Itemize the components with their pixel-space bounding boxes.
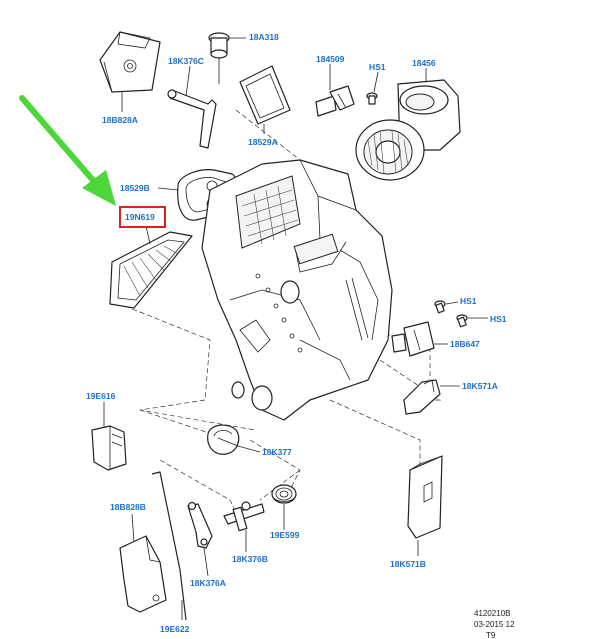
label-18K571B[interactable]: 18K571B	[390, 559, 426, 569]
label-19N619[interactable]: 19N619	[125, 212, 155, 222]
rod-19E622	[151, 471, 187, 621]
label-18K376A[interactable]: 18K376A	[190, 578, 226, 588]
spring-19E599	[271, 484, 297, 530]
linkage-18K376B	[223, 501, 265, 552]
label-18A318[interactable]: 18A318	[249, 32, 279, 42]
resistor-184509	[315, 64, 355, 117]
blower-motor-18456	[355, 68, 461, 181]
cabin-filter-19N619	[109, 225, 193, 309]
label-18529A[interactable]: 18529A	[248, 137, 278, 147]
heater-housing	[201, 159, 393, 421]
linkage-18K376C	[167, 65, 217, 149]
label-18529B[interactable]: 18529B	[120, 183, 150, 193]
label-hs1-low[interactable]: HS1	[490, 314, 507, 324]
label-18K376C[interactable]: 18K376C	[168, 56, 204, 66]
footer-info: 4120210B 03-2015 12 T9	[474, 609, 515, 639]
part-labels: 18A318 18K376C 184509 HS1 18456 18B828A …	[86, 32, 507, 634]
bracket-18K571B	[407, 455, 443, 556]
screws-hs1-right	[434, 300, 488, 328]
actuator-18B647	[391, 321, 448, 357]
footer-ref: 4120210B	[474, 609, 510, 618]
actuator-18K377	[207, 424, 261, 455]
seal-18529A	[239, 65, 291, 134]
label-19E622[interactable]: 19E622	[160, 624, 190, 634]
label-hs1-top[interactable]: HS1	[369, 62, 386, 72]
label-18K376B[interactable]: 18K376B	[232, 554, 268, 564]
actuator-18B828B	[119, 513, 167, 613]
label-18B647[interactable]: 18B647	[450, 339, 480, 349]
label-18B828A[interactable]: 18B828A	[102, 115, 138, 125]
actuator-18B828A	[99, 31, 161, 112]
footer-code: T9	[486, 631, 496, 639]
label-18K377[interactable]: 18K377	[262, 447, 292, 457]
highlight-box	[119, 206, 166, 228]
vent-18A318	[208, 32, 246, 84]
label-19E616[interactable]: 19E616	[86, 391, 116, 401]
label-18456[interactable]: 18456	[412, 58, 436, 68]
label-19E599[interactable]: 19E599	[270, 530, 300, 540]
label-hs1-mid[interactable]: HS1	[460, 296, 477, 306]
bracket-18K571A	[403, 379, 460, 415]
footer-date: 03-2015 12	[474, 620, 515, 629]
pointer-arrow	[19, 95, 116, 206]
label-18B828B[interactable]: 18B828B	[110, 502, 146, 512]
linkage-18K376A	[187, 501, 213, 577]
label-18K571A[interactable]: 18K571A	[462, 381, 498, 391]
label-184509[interactable]: 184509	[316, 54, 345, 64]
screw-hs1-top	[366, 71, 379, 105]
sensor-19E616	[91, 402, 127, 471]
